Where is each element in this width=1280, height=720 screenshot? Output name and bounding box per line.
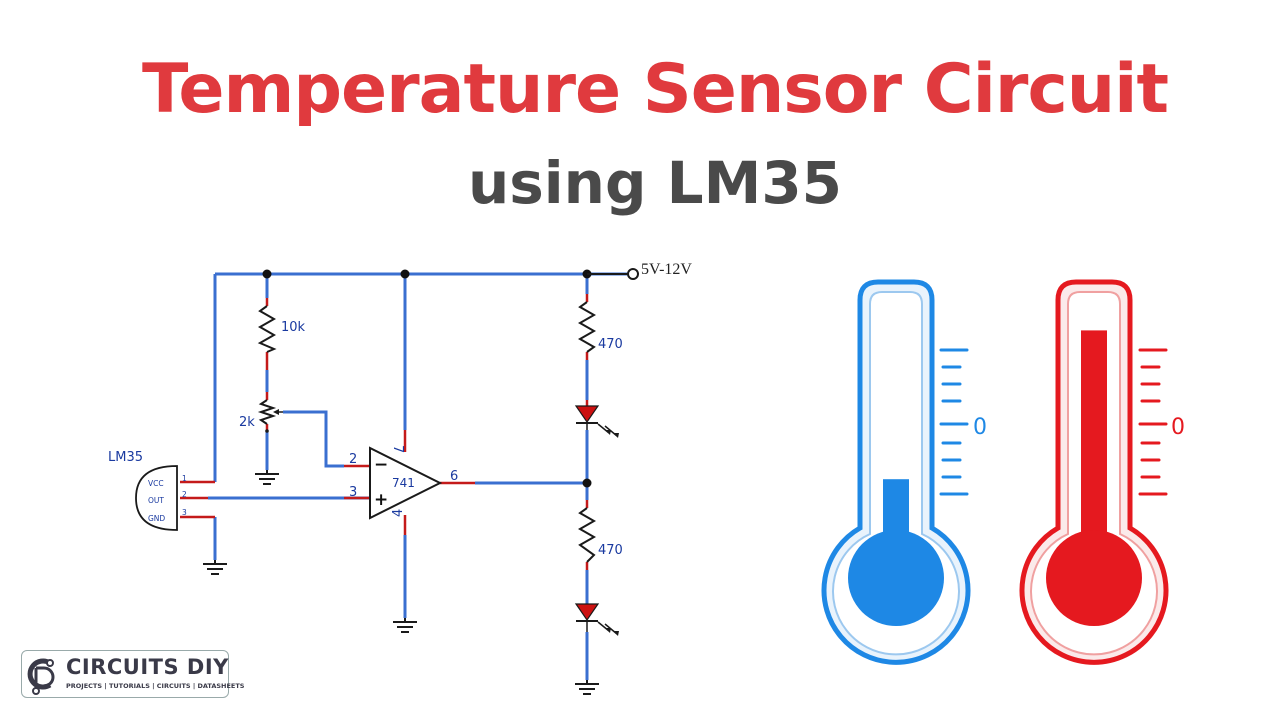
mercury-column bbox=[1081, 330, 1107, 566]
opamp-pin-7: 7 bbox=[390, 445, 405, 453]
sensor-pin-label-vcc: VCC bbox=[148, 479, 164, 488]
circuit-logo-icon bbox=[27, 658, 55, 695]
wires bbox=[208, 272, 628, 680]
led-upper bbox=[574, 405, 619, 438]
scale-ticks bbox=[939, 348, 969, 496]
page-subtitle: using LM35 bbox=[467, 149, 843, 217]
opamp-pin-4: 4 bbox=[391, 509, 406, 517]
sensor-pin-number-1: 1 bbox=[182, 474, 187, 483]
sensor-pin-label-gnd: GND bbox=[148, 514, 165, 523]
ground-symbol-leds bbox=[575, 680, 599, 695]
logo-tagline: PROJECTS | TUTORIALS | CIRCUITS | DATASH… bbox=[66, 682, 245, 690]
ground-symbol-opamp bbox=[393, 618, 417, 633]
opamp-minus-sign: − bbox=[374, 455, 388, 475]
sensor-pin-number-3: 3 bbox=[182, 508, 187, 517]
resistor-470-upper-label: 470 bbox=[598, 337, 623, 352]
scale-label: 0 bbox=[1171, 415, 1185, 440]
sensor-pin-number-2: 2 bbox=[182, 490, 187, 499]
sensor-name: LM35 bbox=[108, 450, 143, 465]
mercury-bulb bbox=[1046, 530, 1142, 626]
thermometer-hot: 0 bbox=[1019, 279, 1185, 665]
ground-symbol-pot bbox=[255, 470, 279, 485]
potentiometer-wiper-head bbox=[273, 409, 279, 415]
sensor-pin-label-out: OUT bbox=[148, 496, 164, 505]
opamp-pin-6: 6 bbox=[450, 469, 458, 484]
opamp-pin-3: 3 bbox=[349, 485, 357, 500]
lm35-body bbox=[135, 465, 178, 531]
opamp-741 bbox=[369, 446, 443, 520]
ground-symbol-sensor bbox=[203, 560, 227, 575]
resistor-10k-label: 10k bbox=[281, 320, 306, 335]
resistor-10k bbox=[257, 305, 277, 353]
potentiometer-2k bbox=[257, 399, 277, 425]
thermometer-cold: 0 bbox=[821, 279, 987, 665]
opamp-plus-sign: + bbox=[374, 490, 388, 510]
resistor-470-lower bbox=[577, 507, 597, 563]
led-lower bbox=[574, 603, 619, 636]
mercury-bulb bbox=[848, 530, 944, 626]
opamp-pin-2: 2 bbox=[349, 452, 357, 467]
logo-name: CIRCUITS DIY bbox=[66, 655, 229, 679]
opamp-name: 741 bbox=[392, 476, 415, 490]
resistor-470-upper bbox=[577, 301, 597, 353]
circuit-schematic: 5V-12V LM35 VCC OUT GND 1 2 3 10k 470 47… bbox=[108, 261, 692, 695]
scale-ticks bbox=[1138, 348, 1168, 496]
page-title: Temperature Sensor Circuit bbox=[142, 50, 1169, 129]
supply-label: 5V-12V bbox=[641, 261, 692, 278]
supply-terminal bbox=[627, 268, 639, 280]
brand-logo[interactable]: CIRCUITS DIY PROJECTS | TUTORIALS | CIRC… bbox=[21, 650, 244, 698]
wiper-wire bbox=[283, 410, 344, 468]
scale-label: 0 bbox=[973, 415, 987, 440]
potentiometer-label: 2k bbox=[239, 415, 255, 430]
resistor-470-lower-label: 470 bbox=[598, 543, 623, 558]
